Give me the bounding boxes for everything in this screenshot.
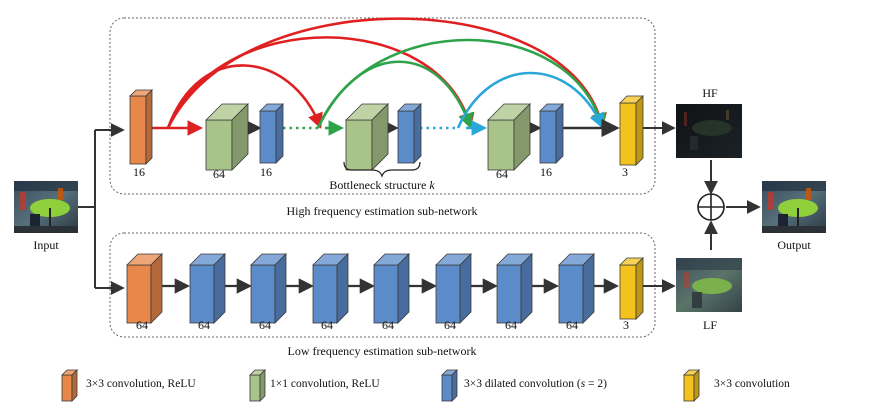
high-block-conv1-relu — [205, 103, 249, 171]
low-ch-label: 64 — [566, 318, 578, 332]
legend-swatch-conv3 — [683, 369, 700, 402]
low-channel-labels: 64 64 64 64 64 64 64 64 3 — [136, 318, 629, 332]
low-block-dilated — [250, 253, 287, 324]
high-ch-label: 16 — [540, 165, 552, 179]
high-subnet-box — [109, 17, 656, 195]
legend-label-dilated: 3×3 dilated convolution (s = 2) — [464, 378, 607, 390]
high-block-conv3-relu — [129, 89, 153, 165]
legend-swatch-dilated — [441, 369, 458, 402]
lf-label: LF — [703, 318, 717, 332]
skip-green-2 — [316, 38, 607, 130]
skip-red-1 — [166, 64, 323, 129]
hf-label: HF — [702, 86, 718, 100]
low-ch-label: 64 — [259, 318, 271, 332]
high-channel-labels: 16 64 16 64 16 3 — [133, 165, 628, 181]
low-subnet-title: Low frequency estimation sub-network — [288, 344, 477, 358]
skip-red-3 — [166, 17, 607, 130]
low-ch-label: 64 — [136, 318, 148, 332]
low-block-dilated — [558, 253, 595, 324]
skip-cyan-1 — [456, 71, 604, 129]
output-label: Output — [777, 238, 811, 252]
bottleneck-block-conv1-relu — [345, 103, 389, 171]
legend-label-conv3-relu: 3×3 convolution, ReLU — [86, 378, 196, 390]
bottleneck-label: Bottleneck structure k — [329, 178, 435, 192]
high-block-conv1-relu — [487, 103, 531, 171]
legend-swatch-conv1-relu — [249, 369, 266, 402]
high-block-conv3 — [619, 95, 644, 166]
low-ch-label: 64 — [198, 318, 210, 332]
lf-image — [676, 258, 742, 312]
low-ch-label: 3 — [623, 318, 629, 332]
input-image — [14, 181, 78, 233]
legend-label-conv1-relu: 1×1 convolution, ReLU — [270, 378, 380, 390]
legend: 3×3 convolution, ReLU 1×1 convolution, R… — [86, 378, 790, 390]
low-ch-label: 64 — [444, 318, 456, 332]
low-ch-label: 64 — [505, 318, 517, 332]
high-ch-label: 3 — [622, 165, 628, 179]
layer-blocks — [61, 89, 700, 402]
sum-node — [697, 193, 725, 221]
hf-image — [676, 104, 742, 158]
bottleneck-block-dilated — [397, 103, 422, 164]
high-ch-label: 64 — [496, 167, 508, 181]
skip-connections — [166, 17, 607, 130]
legend-label-conv3: 3×3 convolution — [714, 378, 790, 390]
low-block-dilated — [373, 253, 410, 324]
high-block-dilated — [259, 103, 284, 164]
low-block-conv3 — [619, 257, 644, 320]
low-ch-label: 64 — [382, 318, 394, 332]
output-image — [762, 181, 826, 233]
low-block-dilated — [496, 253, 533, 324]
legend-swatch-conv3-relu — [61, 369, 78, 402]
high-block-dilated — [539, 103, 564, 164]
merge-lines — [642, 121, 761, 293]
skip-green-1 — [316, 60, 474, 129]
input-label: Input — [33, 238, 59, 252]
low-block-conv3-relu — [126, 253, 163, 324]
high-subnet-title: High frequency estimation sub-network — [287, 204, 478, 218]
low-block-dilated — [312, 253, 349, 324]
low-ch-label: 64 — [321, 318, 333, 332]
high-ch-label: 64 — [213, 167, 225, 181]
low-block-dilated — [189, 253, 226, 324]
input-branch-lines — [78, 123, 125, 295]
high-ch-label: 16 — [260, 165, 272, 179]
bottleneck-brace — [343, 161, 421, 178]
low-block-dilated — [435, 253, 472, 324]
high-ch-label: 16 — [133, 165, 145, 179]
